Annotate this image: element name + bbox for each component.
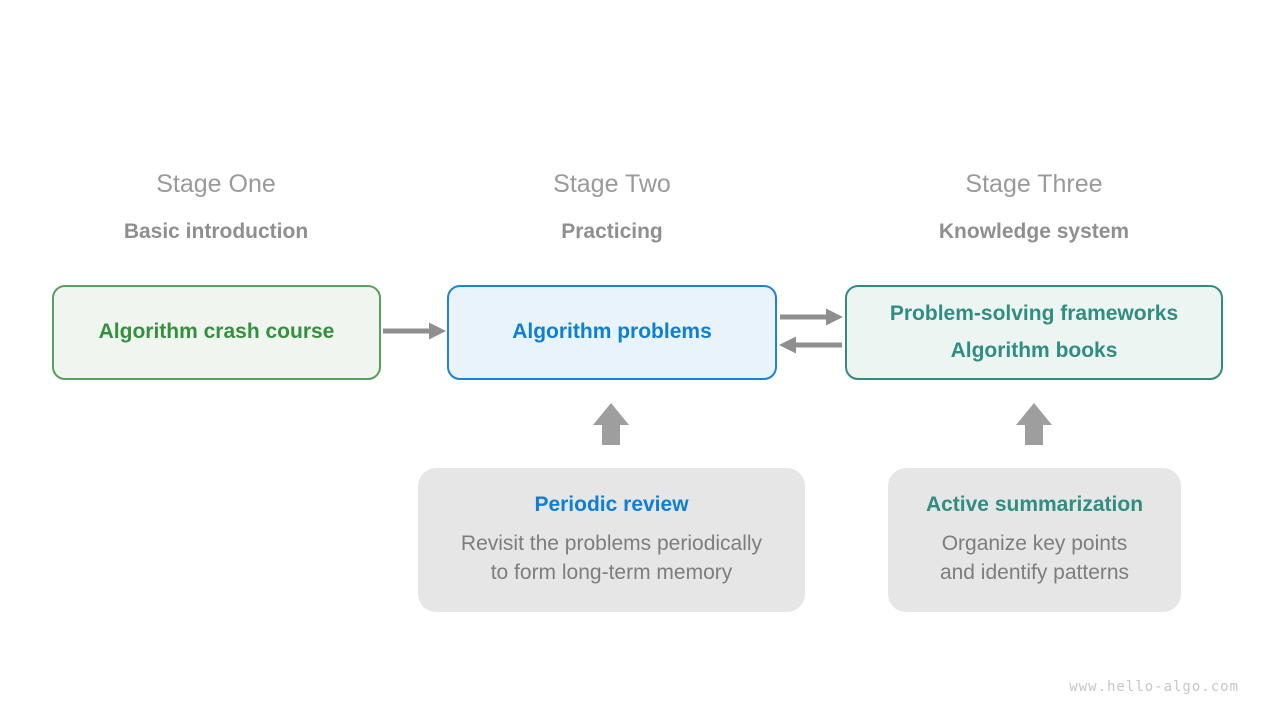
callout-title: Active summarization — [925, 492, 1144, 516]
arrow-right-icon — [383, 322, 446, 340]
callout-body: Organize key points and identify pattern… — [940, 530, 1129, 588]
stage-one-header: Stage One Basic introduction — [16, 170, 416, 244]
callout-active-summarization: Active summarization Organize key points… — [888, 468, 1181, 612]
stage-one-subtitle: Basic introduction — [123, 219, 309, 243]
node-label-line1: Problem-solving frameworks — [889, 302, 1179, 326]
stage-two-title: Stage Two — [553, 170, 671, 198]
callout-body-line1: Revisit the problems periodically — [460, 532, 763, 556]
node-algorithm-problems: Algorithm problems — [447, 285, 777, 380]
callout-title: Periodic review — [534, 492, 689, 516]
arrow-right-icon — [780, 308, 843, 326]
callout-body: Revisit the problems periodically to for… — [461, 530, 762, 588]
stage-two-header: Stage Two Practicing — [412, 170, 812, 244]
watermark: www.hello-algo.com — [1069, 679, 1239, 695]
stage-three-header: Stage Three Knowledge system — [834, 170, 1234, 244]
callout-body-line2: to form long-term memory — [490, 561, 733, 585]
node-algorithm-crash-course: Algorithm crash course — [52, 285, 381, 380]
node-label: Algorithm problems — [512, 320, 712, 344]
node-knowledge-system: Problem-solving frameworks Algorithm boo… — [845, 285, 1223, 380]
node-label-line2: Algorithm books — [950, 338, 1118, 362]
stage-one-title: Stage One — [156, 170, 276, 198]
callout-body-line2: and identify patterns — [939, 561, 1130, 585]
callout-body-line1: Organize key points — [941, 532, 1128, 556]
stage-three-subtitle: Knowledge system — [938, 219, 1130, 243]
stage-two-subtitle: Practicing — [561, 219, 663, 243]
arrow-up-icon — [593, 403, 629, 445]
node-label: Algorithm crash course — [98, 320, 335, 344]
arrow-left-icon — [779, 336, 842, 354]
arrow-up-icon — [1016, 403, 1052, 445]
stage-three-title: Stage Three — [965, 170, 1103, 198]
callout-periodic-review: Periodic review Revisit the problems per… — [418, 468, 805, 612]
